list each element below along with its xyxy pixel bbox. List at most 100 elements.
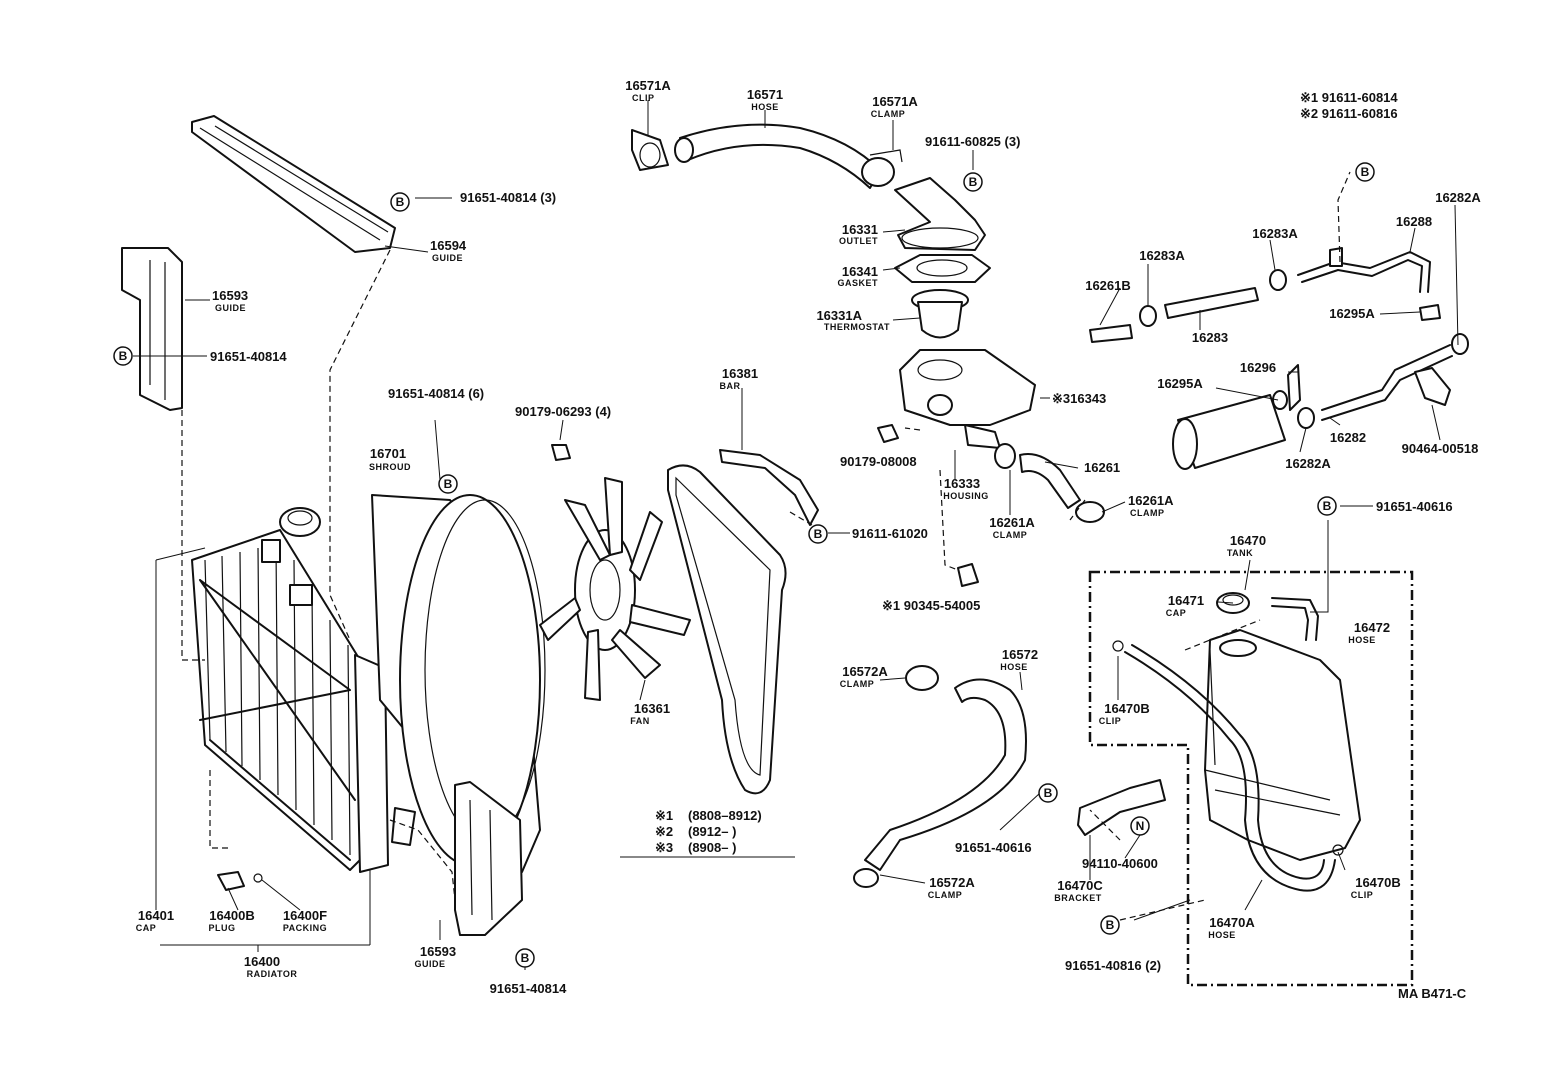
label-16381-desc: BAR [720,381,741,391]
label-16283A-a: 16283A [1252,226,1298,241]
label-16571A-clamp-desc: CLAMP [871,109,906,119]
plug-90345-54005-drawing [957,563,979,587]
label-16261: 16261 [1084,460,1120,475]
label-91651-40616-mid: 91651-40616 [955,840,1032,855]
bar-drawing [719,449,819,526]
badge-b-10: B [515,948,535,968]
label-16296: 16296 [1240,360,1276,375]
label-16333-desc: HOUSING [943,491,989,501]
label-16331A-desc: THERMOSTAT [824,322,890,332]
label-16571A-clamp-num: 16571A [872,94,918,109]
legend-mark-1: ※1 [655,808,673,823]
svg-text:B: B [1106,918,1115,932]
label-16472-num: 16472 [1354,620,1390,635]
label-316343: ※316343 [1052,391,1106,406]
guide-16594-drawing [191,115,396,253]
label-16572A-bot-num: 16572A [929,875,975,890]
badge-n-1: N [1130,816,1150,836]
label-16571A-clip-desc: CLIP [632,93,655,103]
label-91651-40814-6: 91651-40814 (6) [388,386,484,401]
nut-90179-08008-drawing [877,424,899,443]
label-16572-desc: HOSE [1000,662,1028,672]
label-16572A-top-desc: CLAMP [840,679,875,689]
label-16470C-num: 16470C [1057,878,1103,893]
clip-16571A-drawing [631,129,669,171]
pipe-16288-drawing [1297,247,1431,293]
label-16571A-clip-num: 16571A [625,78,671,93]
label-16470A-num: 16470A [1209,915,1255,930]
svg-text:B: B [1361,165,1370,179]
label-16261A-left-desc: CLAMP [993,530,1028,540]
label-16400-num: 16400 [244,954,280,969]
label-16470-num: 16470 [1230,533,1266,548]
hose-16295A-drawing [1272,304,1441,410]
label-16400B-desc: PLUG [208,923,235,933]
label-16283: 16283 [1192,330,1228,345]
label-91651-40814-left: 91651-40814 [210,349,287,364]
label-91651-40816-2: 91651-40816 (2) [1065,958,1161,973]
label-16282A-top: 16282A [1435,190,1481,205]
label-16282: 16282 [1330,430,1366,445]
label-94110-40600: 94110-40600 [1082,856,1158,871]
legend-range-3: (8908– ) [688,840,736,855]
svg-text:B: B [1323,499,1332,513]
label-91651-40814-bot: 91651-40814 [490,981,567,996]
svg-text:N: N [1136,819,1145,833]
label-16401-desc: CAP [136,923,157,933]
label-16593-top-num: 16593 [212,288,248,303]
label-16572A-top-num: 16572A [842,664,888,679]
pipe-16283-drawing [1089,269,1287,343]
label-90345-54005: ※1 90345-54005 [882,598,980,613]
svg-text:B: B [969,175,978,189]
bracket-16470C-drawing [1077,779,1166,836]
svg-text:B: B [521,951,530,965]
label-16333-num: 16333 [944,476,980,491]
tank-16470-drawing [1204,629,1361,861]
radiator-cap-drawing [279,507,321,537]
label-91611-60816: ※2 91611-60816 [1300,106,1398,121]
label-16282A-bot: 16282A [1285,456,1331,471]
svg-text:B: B [444,477,453,491]
label-16470B-right-num: 16470B [1355,875,1401,890]
badge-b-6: B [1038,783,1058,803]
nut-90179-06293-drawing [551,444,571,461]
legend-range-2: (8912– ) [688,824,736,839]
label-16331-desc: OUTLET [839,236,878,246]
hose-16572-drawing [853,665,1027,888]
leader-lines [133,100,1459,970]
clamp-16571A-drawing [861,149,903,187]
label-16400-desc: RADIATOR [247,969,298,979]
gasket-16341-drawing [894,254,991,283]
hose-16470A-drawing [1124,644,1336,892]
label-16400F-num: 16400F [283,908,327,923]
label-16593-bot-desc: GUIDE [414,959,445,969]
label-16594-num: 16594 [430,238,467,253]
badge-b-3: B [438,474,458,494]
badge-b-2: B [113,346,133,366]
label-16470B-left-desc: CLIP [1099,716,1122,726]
label-16470B-right-desc: CLIP [1351,890,1374,900]
label-16261B: 16261B [1085,278,1131,293]
label-16593-bot-num: 16593 [420,944,456,959]
label-16295A-left: 16295A [1157,376,1203,391]
legend-range-1: (8808–8912) [688,808,762,823]
label-91651-40814-3: 91651-40814 (3) [460,190,556,205]
label-91611-61020: 91611-61020 [852,526,928,541]
label-16381-num: 16381 [722,366,758,381]
radiator-drawing [191,529,416,873]
label-16701-num: 16701 [370,446,406,461]
shroud-drawing [371,494,546,873]
badge-b-4: B [963,172,983,192]
label-16361-desc: FAN [630,716,650,726]
label-16283A-b: 16283A [1139,248,1185,263]
label-16471-num: 16471 [1168,593,1204,608]
housing-16333-drawing [899,349,1036,449]
label-16472-desc: HOSE [1348,635,1376,645]
clamp-90464-00518-drawing [1414,367,1451,406]
label-16295A-right: 16295A [1329,306,1375,321]
hose-16282-drawing [1287,333,1469,429]
hose-16261-drawing [994,443,1105,523]
hose-16571-drawing [674,123,881,189]
label-16261A-right-desc: CLAMP [1130,508,1165,518]
